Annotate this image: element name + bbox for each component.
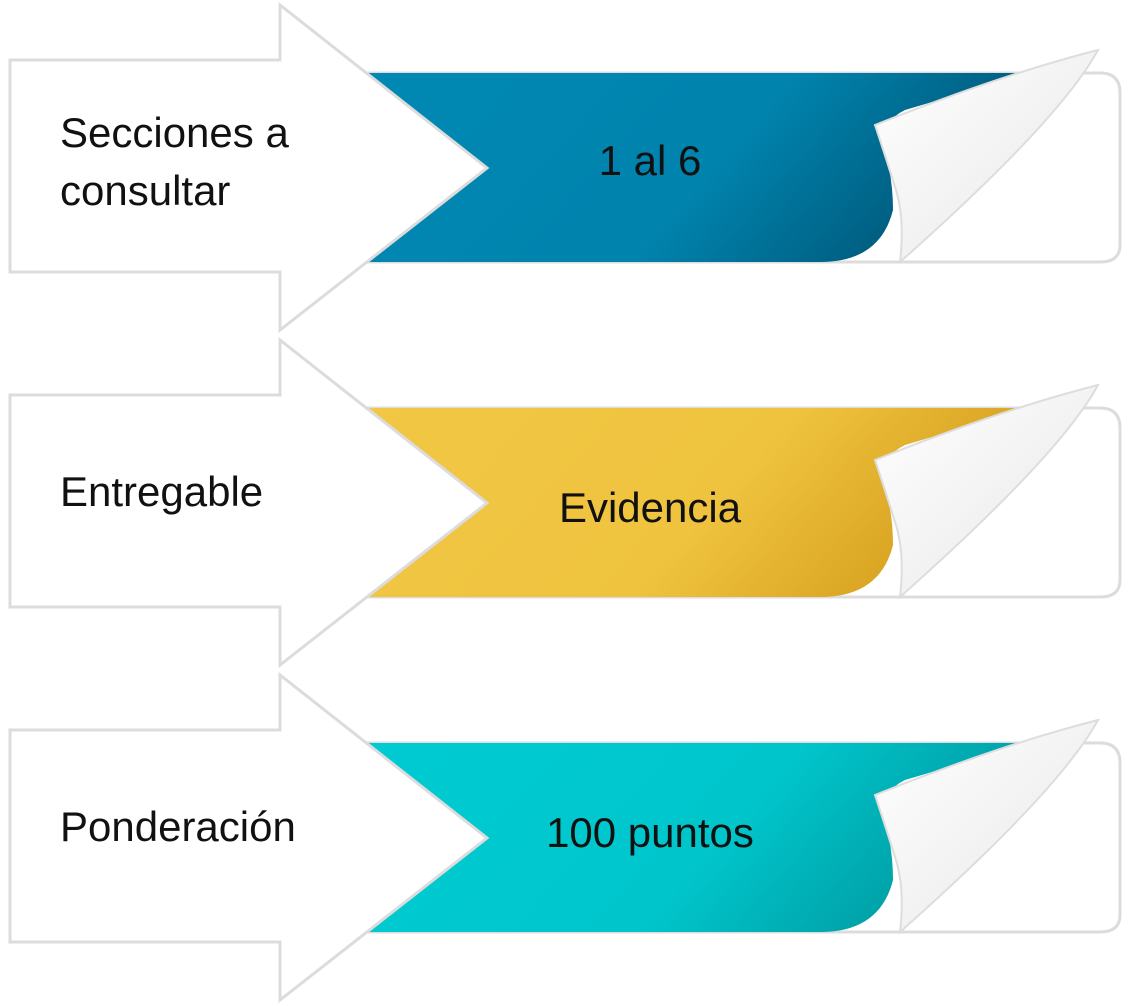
row-2-page-curl [873, 383, 1100, 600]
row-1-label: Secciones a consultar [60, 109, 289, 214]
row-1-value: 1 al 6 [598, 137, 702, 184]
diagram-row-secciones: Secciones a consultar 1 al 6 [0, 0, 1128, 336]
row-3-page-curl [873, 718, 1100, 935]
row-2-value: Evidencia [558, 484, 742, 531]
row-1-graphic [8, 1, 1122, 334]
row-2-graphic [8, 336, 1122, 669]
row-1-arrow [8, 1, 490, 334]
row-2-band [358, 408, 1030, 597]
diagram-row-ponderacion: Ponderación 100 puntos [0, 670, 1128, 1006]
row-3-arrow [8, 671, 490, 1004]
row-3-band [358, 743, 1030, 932]
row-1-band [358, 73, 1030, 262]
diagram-row-entregable: Entregable Evidencia [0, 335, 1128, 671]
row-3-graphic [8, 671, 1122, 1004]
row-2-label: Entregable [60, 468, 264, 515]
row-1-page-curl [873, 48, 1100, 265]
row-3-label: Ponderación [60, 803, 296, 850]
row-3-value: 100 puntos [546, 809, 754, 856]
row-2-arrow [8, 336, 490, 669]
